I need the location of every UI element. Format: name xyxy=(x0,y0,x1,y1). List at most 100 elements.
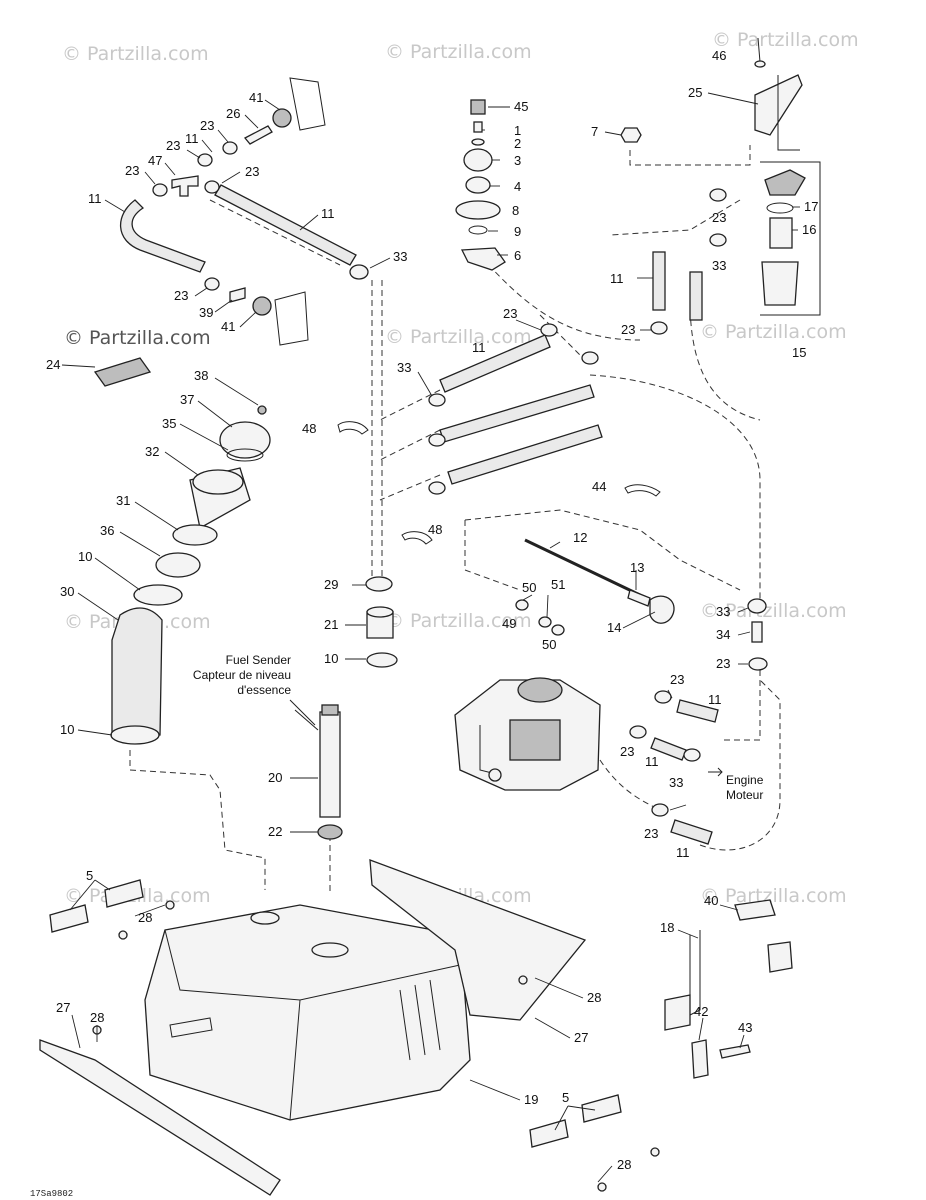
clamp-10 xyxy=(133,584,183,606)
hose-clamp-23 xyxy=(222,141,238,155)
nut-36 xyxy=(155,552,201,578)
callout-15: 15 xyxy=(792,345,806,360)
watermark: © Partzilla.com xyxy=(700,885,847,907)
watermark: © Partzilla.com xyxy=(700,321,847,343)
callout-21: 21 xyxy=(324,617,338,632)
tie-wrap-48 xyxy=(337,421,369,435)
callout-23: 23 xyxy=(245,164,259,179)
filter-head xyxy=(764,169,806,196)
screw-28 xyxy=(597,1182,607,1192)
callout-11: 11 xyxy=(610,271,624,286)
callout-34: 34 xyxy=(716,627,730,642)
callout-11: 11 xyxy=(472,340,486,355)
washer-9 xyxy=(468,225,488,235)
hose-11 xyxy=(670,819,713,845)
watermark: © Partzilla.com xyxy=(385,41,532,63)
grommet-41 xyxy=(272,108,292,128)
callout-27: 27 xyxy=(574,1030,588,1045)
callout-33: 33 xyxy=(716,604,730,619)
callout-11: 11 xyxy=(321,206,335,221)
hose-clamp-23 xyxy=(748,657,768,671)
callout-43: 43 xyxy=(738,1020,752,1035)
screw-28 xyxy=(118,930,128,940)
washer-51 xyxy=(538,616,552,628)
hose-clamp-23 xyxy=(651,803,669,817)
callout-51: 51 xyxy=(551,577,565,592)
callout-38: 38 xyxy=(194,368,208,383)
filter-element-16 xyxy=(769,217,793,249)
o-ring-17 xyxy=(766,202,794,214)
callout-40: 40 xyxy=(704,893,718,908)
clamp-33 xyxy=(428,481,446,495)
strap-plate-5 xyxy=(529,1119,569,1148)
knob-3 xyxy=(463,148,493,172)
grommet-41 xyxy=(252,296,272,316)
fuel-fitting xyxy=(488,768,502,782)
sender-cap xyxy=(321,704,339,716)
tank-opening xyxy=(250,911,280,925)
engine-label-fr: Moteur xyxy=(726,788,763,802)
fuel-valve-assembly xyxy=(455,99,506,271)
fitting-26 xyxy=(243,125,273,145)
clamp-33 xyxy=(747,598,767,614)
screw-28 xyxy=(165,900,175,910)
tee-fitting-47 xyxy=(171,175,199,197)
callout-45: 45 xyxy=(514,99,528,114)
tank-support-27 xyxy=(39,1039,281,1196)
callout-17: 17 xyxy=(804,199,818,214)
annotations: Fuel Sender Capteur de niveau d'essence … xyxy=(30,653,764,1199)
strap-plate-5 xyxy=(581,1094,622,1123)
callout-47: 47 xyxy=(148,153,162,168)
callout-23: 23 xyxy=(716,656,730,671)
callout-23: 23 xyxy=(125,163,139,178)
callout-39: 39 xyxy=(199,305,213,320)
callout-20: 20 xyxy=(268,770,282,785)
watermark: © Partzilla.com xyxy=(64,327,211,349)
clamp-33 xyxy=(349,264,369,280)
callout-11: 11 xyxy=(185,131,199,146)
filler-neck-top xyxy=(192,469,244,495)
callout-9: 9 xyxy=(514,224,521,239)
callout-41: 41 xyxy=(249,90,263,105)
clamp-10 xyxy=(110,725,160,745)
callout-14: 14 xyxy=(607,620,621,635)
callout-3: 3 xyxy=(514,153,521,168)
callout-19: 19 xyxy=(524,1092,538,1107)
callout-28: 28 xyxy=(617,1157,631,1172)
callout-30: 30 xyxy=(60,584,74,599)
nut-22 xyxy=(317,824,343,840)
strap-buckle xyxy=(664,994,691,1031)
connector-top xyxy=(366,606,394,618)
hose-clamp-23 xyxy=(152,183,168,197)
callout-46: 46 xyxy=(712,48,726,63)
hose-11 xyxy=(676,699,719,723)
tie-wrap-48 xyxy=(401,531,433,545)
carburetor-pump xyxy=(509,719,561,761)
clamp-29 xyxy=(365,576,393,592)
callout-24: 24 xyxy=(46,357,60,372)
screw-1 xyxy=(473,121,483,133)
callout-11: 11 xyxy=(88,191,102,206)
callout-1: 1 xyxy=(514,123,521,138)
watermark: © Partzilla.com xyxy=(700,600,847,622)
callout-11: 11 xyxy=(708,692,722,707)
o-ring-35 xyxy=(226,448,264,462)
cable-nut-13 xyxy=(627,589,651,607)
hose-clamp-23 xyxy=(204,180,220,194)
callout-10: 10 xyxy=(78,549,92,564)
callout-35: 35 xyxy=(162,416,176,431)
strap-buckle xyxy=(767,941,793,973)
callout-50: 50 xyxy=(522,580,536,595)
nut-7 xyxy=(620,127,642,143)
filler-hose-30 xyxy=(111,607,163,736)
hose-clamp-23 xyxy=(709,188,727,202)
callout-23: 23 xyxy=(620,744,634,759)
callout-10: 10 xyxy=(60,722,74,737)
vent-hose-11 xyxy=(119,199,206,273)
callout-23: 23 xyxy=(621,322,635,337)
strap-40 xyxy=(734,899,776,921)
plate-8 xyxy=(455,200,501,220)
callout-33: 33 xyxy=(397,360,411,375)
callout-5: 5 xyxy=(86,868,93,883)
callout-23: 23 xyxy=(174,288,188,303)
